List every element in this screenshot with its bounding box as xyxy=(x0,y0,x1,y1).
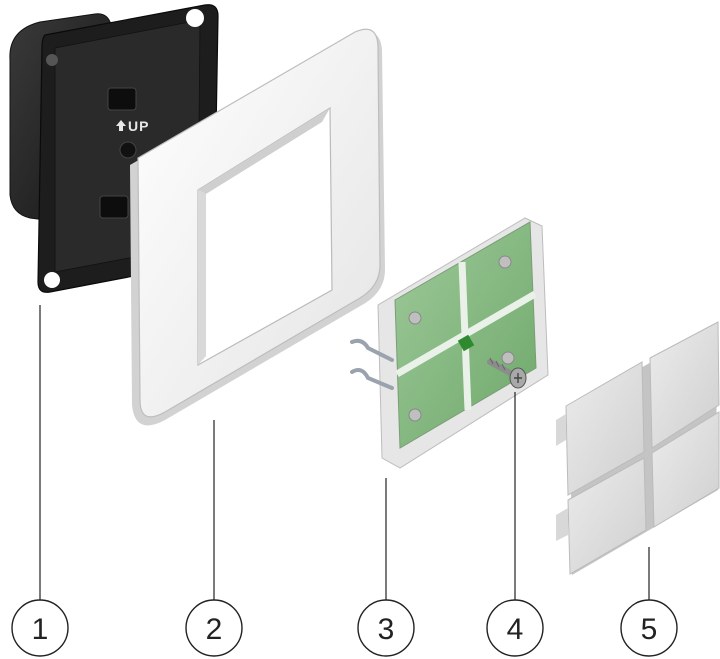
up-arrow-icon xyxy=(116,120,126,131)
callout-4: 4 xyxy=(486,599,544,657)
callout-number: 5 xyxy=(641,613,658,646)
callout-number: 4 xyxy=(507,613,524,646)
callout-number: 1 xyxy=(32,613,49,646)
callout-3: 3 xyxy=(357,599,415,657)
four-rocker-cover xyxy=(556,321,720,575)
connection-wires xyxy=(350,338,394,390)
callout-number: 2 xyxy=(206,613,223,646)
cover-frame xyxy=(130,28,385,426)
rocker-bottom-right xyxy=(651,411,720,528)
callout-number: 3 xyxy=(378,613,395,646)
callout-2: 2 xyxy=(185,599,243,657)
rocker-top-right xyxy=(649,321,720,449)
circuit-board-module xyxy=(350,217,549,469)
rocker-top-left xyxy=(565,361,645,496)
callout-1: 1 xyxy=(11,599,69,657)
rocker-bottom-left xyxy=(567,457,647,575)
mounting-screw xyxy=(487,357,527,389)
leader-lines xyxy=(39,305,650,600)
up-marking: UP xyxy=(128,118,149,134)
callout-5: 5 xyxy=(620,599,678,657)
